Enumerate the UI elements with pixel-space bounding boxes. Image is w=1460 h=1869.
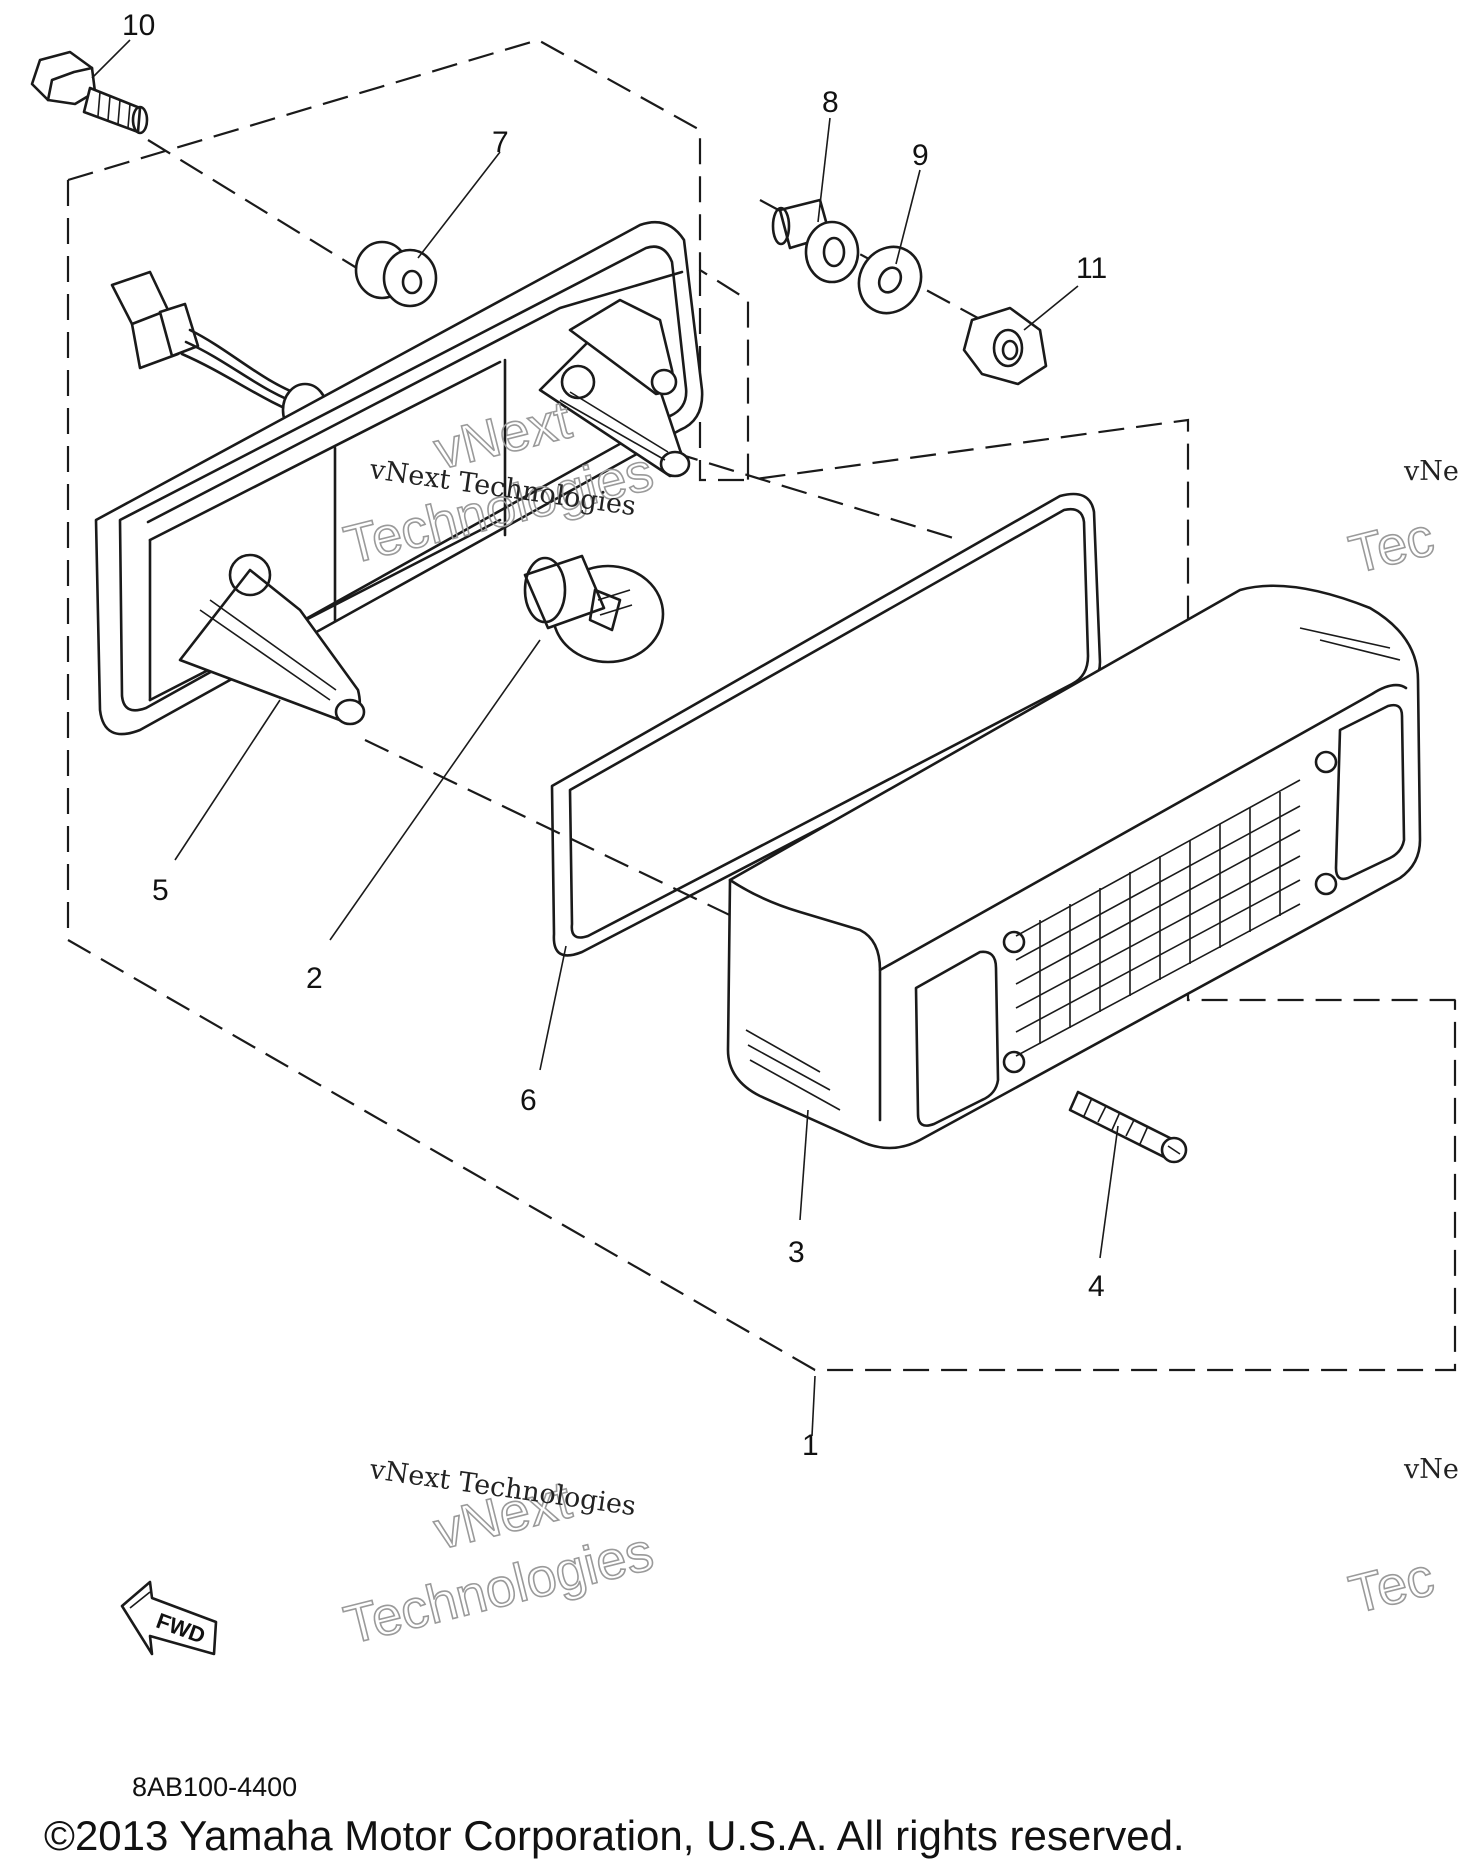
lamp-housing-part [94, 220, 704, 736]
copyright-notice: ©2013 Yamaha Motor Corporation, U.S.A. A… [44, 1812, 1185, 1859]
callout-11: 11 [1076, 252, 1107, 285]
watermark-edge-outline-1: Tec [1344, 507, 1440, 586]
watermark-edge-outline-2: Tec [1344, 1547, 1440, 1626]
lens-part [726, 584, 1422, 1150]
callout-labels: 1 2 3 4 5 6 7 8 9 10 11 [122, 9, 1107, 1462]
fwd-direction-marker: FWD [120, 1580, 218, 1656]
callout-10: 10 [122, 9, 155, 42]
grommet-part [354, 240, 438, 308]
leader-lines [91, 39, 1119, 1437]
screw-part [1068, 1090, 1188, 1164]
footer: 8AB100-4400 ©2013 Yamaha Motor Corporati… [44, 1772, 1185, 1859]
callout-7: 7 [492, 126, 509, 159]
part-code: 8AB100-4400 [132, 1772, 297, 1802]
callout-1: 1 [802, 1429, 819, 1462]
nut-part [962, 306, 1048, 386]
callout-2: 2 [306, 962, 323, 995]
callout-6: 6 [520, 1084, 537, 1117]
callout-5: 5 [152, 874, 169, 907]
washer-part [857, 245, 923, 315]
flange-bolt-part [30, 50, 149, 135]
bulb-part [523, 554, 665, 664]
callout-8: 8 [822, 86, 839, 119]
collar-part [771, 198, 860, 284]
callout-4: 4 [1088, 1270, 1105, 1303]
watermark-edge-serif-2: vNe [1403, 1454, 1459, 1485]
callout-3: 3 [788, 1236, 805, 1269]
watermark-edge-serif-1: vNe [1403, 456, 1459, 487]
callout-9: 9 [912, 139, 929, 172]
